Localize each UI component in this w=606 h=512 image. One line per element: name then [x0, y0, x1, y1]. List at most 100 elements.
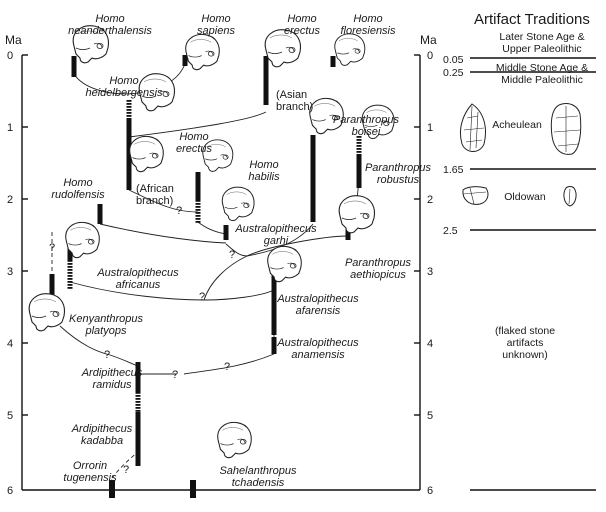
range-bar-afarensis	[271, 258, 277, 335]
link-q-ramidus	[109, 354, 139, 367]
question-mark: ?	[229, 249, 235, 261]
range-bar-boisei	[310, 135, 316, 222]
range-bar-robustus	[356, 139, 362, 141]
range-bar-robustus	[356, 145, 362, 147]
right-tick-3: 3	[427, 266, 433, 278]
link-africanus-node	[69, 281, 205, 301]
range-bar-africanus-lower	[67, 269, 73, 271]
skull-habilis	[202, 139, 234, 172]
right-tick-2: 2	[427, 194, 433, 206]
range-bar-ramidus	[135, 362, 141, 392]
range-bar-kadabba	[135, 412, 141, 466]
boundary-2.5: 2.5	[443, 225, 458, 237]
range-bar-ramidus-lower	[135, 407, 141, 409]
acheulean-handaxe-icon	[459, 103, 486, 152]
range-bar-habilis-lower	[195, 200, 201, 202]
question-mark: ?	[104, 349, 110, 361]
skull-africanus	[65, 221, 100, 259]
skull-heidelbergensis	[138, 73, 176, 112]
left-tick-6: 6	[7, 485, 13, 497]
tradition-label-acheulean: Acheulean	[492, 119, 542, 131]
right-time-axis: Ma 0 1 2 3 4 5 6	[414, 33, 437, 497]
range-bar-heidelbergensis	[126, 103, 132, 105]
range-bar-ramidus-lower	[135, 395, 141, 397]
link-orrorin-dashed	[111, 451, 139, 479]
link-garhi-node	[225, 243, 248, 257]
range-bar-habilis-lower	[195, 215, 201, 217]
right-tick-0: 0	[427, 50, 433, 62]
right-tick-6: 6	[427, 485, 433, 497]
skull-erectus-african	[129, 135, 164, 173]
link-platyops-q	[59, 325, 111, 356]
range-bar-africanus-lower	[67, 284, 73, 286]
range-bar-heidelbergensis-lower	[126, 118, 132, 190]
range-bar-ramidus-lower	[135, 401, 141, 403]
tradition-label-msa: Middle Stone Age &Middle Paleolithic	[496, 62, 588, 86]
left-axis-unit: Ma	[5, 33, 22, 47]
range-bar-ramidus-lower	[135, 404, 141, 406]
right-tick-1: 1	[427, 122, 433, 134]
oldowan-flake-icon	[563, 186, 577, 207]
range-bar-africanus-lower	[67, 266, 73, 268]
left-tick-2: 2	[7, 194, 13, 206]
left-tick-4: 4	[7, 338, 13, 350]
tradition-label-oldowan: Oldowan	[504, 191, 546, 203]
skull-illustrations	[28, 25, 395, 459]
question-mark: ?	[172, 369, 178, 381]
question-mark: ?	[49, 242, 55, 254]
question-mark: ?	[123, 464, 129, 476]
link-habilis-garhi	[197, 221, 227, 235]
range-bar-habilis-lower	[195, 212, 201, 214]
artifact-traditions-title: Artifact Traditions	[474, 11, 590, 28]
right-tick-4: 4	[427, 338, 433, 350]
skull-floresiensis	[334, 33, 366, 66]
range-bar-africanus-lower	[67, 263, 73, 265]
range-bar-erectus-asian	[263, 56, 269, 105]
link-rudolf-garhi	[99, 223, 227, 244]
artifact-traditions-panel: Artifact Traditions 0.05 0.25 1.65 2.5 L…	[443, 11, 596, 491]
range-bar-heidelbergensis	[126, 112, 132, 114]
range-bar-habilis-lower	[195, 218, 201, 220]
link-node-down	[203, 255, 248, 301]
range-bar-heidelbergensis	[126, 106, 132, 108]
range-bar-robustus	[356, 151, 362, 153]
skull-boisei	[309, 97, 344, 135]
skull-aethiopicus	[338, 195, 376, 234]
range-bar-ramidus-lower	[135, 398, 141, 400]
link-q-anamensis	[183, 353, 275, 375]
link-neanderthal-sapiens	[73, 63, 186, 95]
range-bar-africanus-lower	[67, 275, 73, 277]
uncertainty-markers: ????????	[49, 205, 235, 476]
skull-platyops	[28, 293, 66, 332]
left-time-axis: Ma 0 1 2 3 4 5 6	[5, 33, 420, 497]
boundary-0.25: 0.25	[443, 67, 464, 79]
range-bar-habilis-lower	[195, 203, 201, 205]
range-bar-tugenensis	[109, 480, 115, 498]
question-mark: ?	[224, 361, 230, 373]
range-bar-africanus-lower	[67, 278, 73, 280]
range-bar-anamensis	[271, 337, 277, 354]
left-tick-3: 3	[7, 266, 13, 278]
range-bar-habilis-lower	[195, 206, 201, 208]
left-tick-5: 5	[7, 410, 13, 422]
range-bar-robustus	[356, 148, 362, 150]
range-bar-robustus-lower	[356, 154, 362, 188]
skull-garhi	[221, 186, 255, 221]
